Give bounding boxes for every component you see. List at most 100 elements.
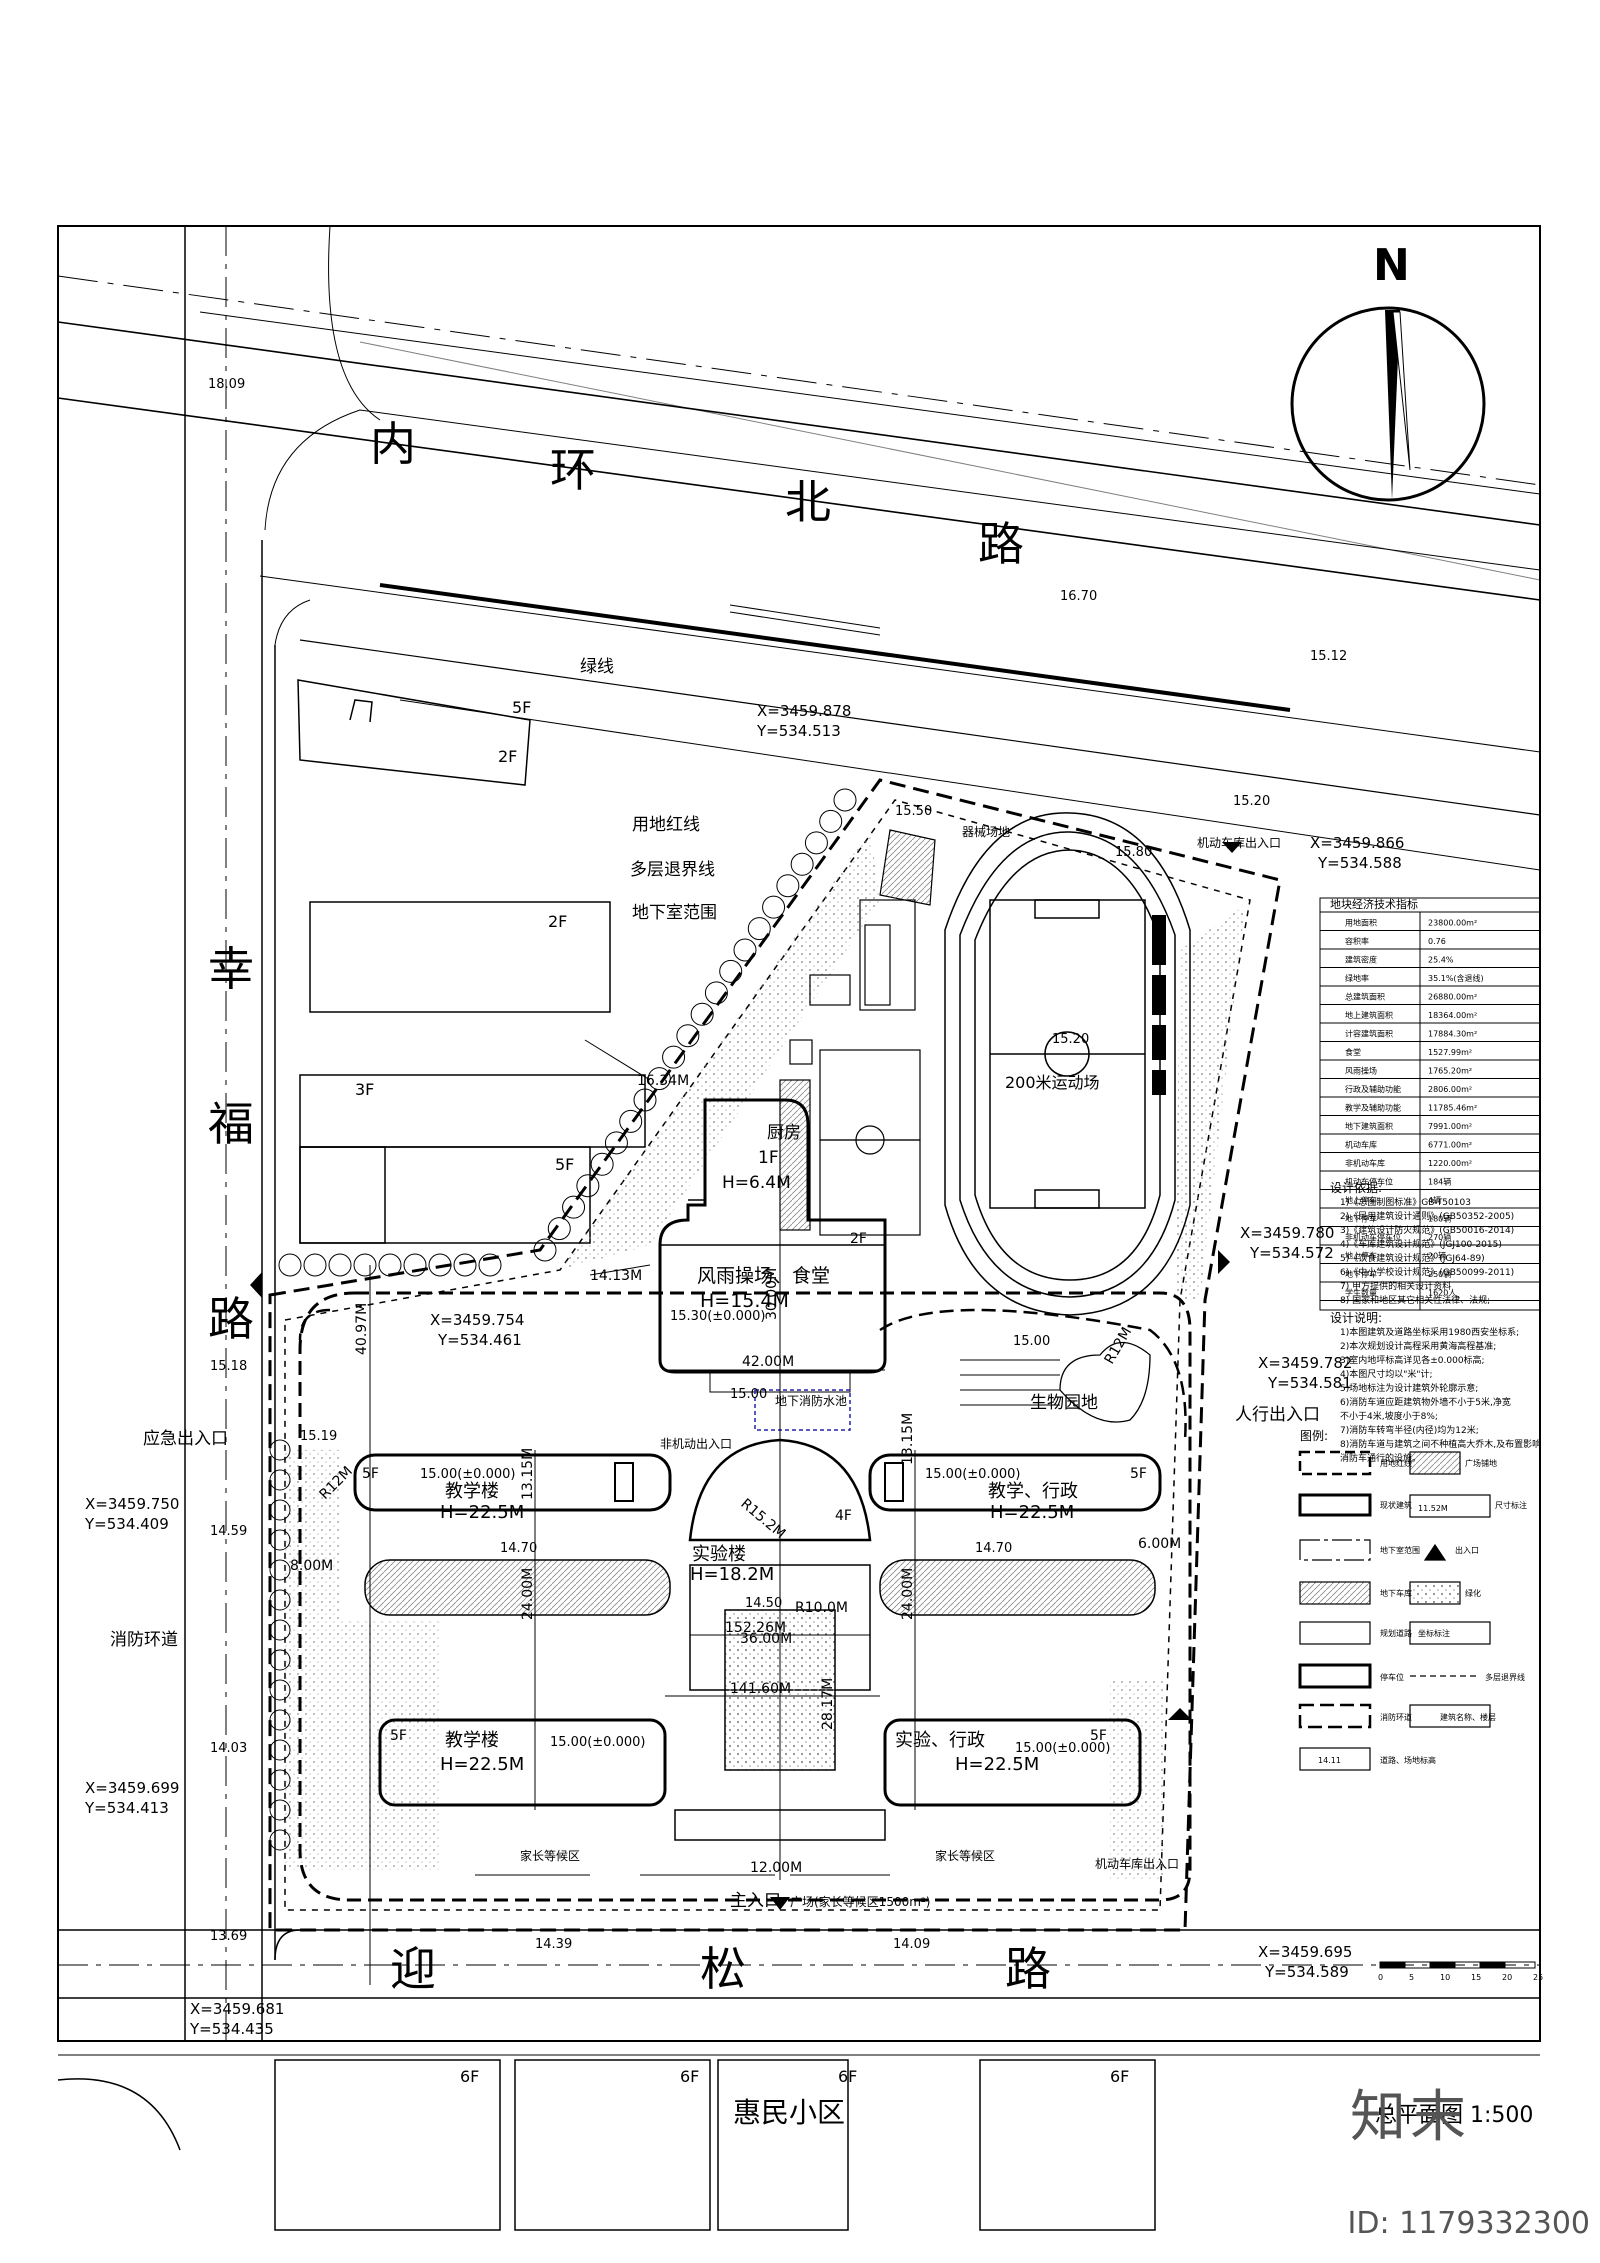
building-teach-se xyxy=(883,1718,1142,1807)
dim: 42.00M xyxy=(742,1354,794,1370)
kitchen-floors: 1F xyxy=(758,1148,779,1168)
table-cell-value: 250辆 xyxy=(1428,1269,1451,1279)
coord-y: Y=534.588 xyxy=(1317,854,1402,872)
notes-item: 消防车通行的设施。 xyxy=(1340,1452,1421,1464)
label-main-entry: 主入口 xyxy=(730,1891,781,1911)
teach-ne-level: 15.00(±0.000) xyxy=(925,1467,1020,1482)
table-cell-label: 非机动车停车位 xyxy=(1345,1232,1401,1242)
coord-y: Y=534.435 xyxy=(189,2020,274,2038)
fire-ring-road xyxy=(298,1291,1192,1902)
legend xyxy=(1298,1450,1491,1771)
table-cell-label: 建筑密度 xyxy=(1345,955,1377,965)
dim: 24.00M xyxy=(520,1568,536,1620)
legend-item-label: 多层退界线 xyxy=(1485,1672,1525,1682)
fire-pool xyxy=(754,1389,851,1431)
tree xyxy=(690,1002,714,1026)
table-cell-value: 1620人 xyxy=(1428,1289,1456,1298)
tree xyxy=(619,1109,643,1133)
dim: 28.17M xyxy=(820,1678,836,1730)
legend-item-label: 现状建筑 xyxy=(1380,1500,1412,1510)
elevation: 15.00 xyxy=(1013,1334,1050,1349)
tree xyxy=(533,1238,557,1262)
label-fire-pool: 地下消防水池 xyxy=(775,1393,847,1408)
teach-nw-floors: 5F xyxy=(362,1466,379,1482)
table-cell-label: 机动车停车位 xyxy=(1345,1177,1393,1187)
east-sheds xyxy=(1152,915,1166,1095)
table-cell-value: 4辆 xyxy=(1428,1195,1441,1205)
lab-height: H=18.2M xyxy=(690,1564,774,1585)
road-inner-ring-north xyxy=(57,275,1541,753)
tree xyxy=(278,1253,302,1277)
tree xyxy=(604,1131,628,1155)
dim: 16.34M xyxy=(637,1073,689,1089)
basis-item: 3)《建筑设计防火规范》(GB50016-2014) xyxy=(1340,1224,1514,1236)
tree xyxy=(662,1045,686,1069)
elevation: 15.18 xyxy=(210,1359,247,1374)
notes-item: 不小于4米,坡度小于8%; xyxy=(1340,1410,1438,1422)
lab-floors: 4F xyxy=(835,1508,852,1524)
coord-x: X=3459.754 xyxy=(430,1311,524,1329)
label-emergency-entry: 应急出入口 xyxy=(143,1429,228,1449)
teach-se-height: H=22.5M xyxy=(955,1754,1039,1775)
tree xyxy=(269,1649,291,1671)
legend-item-label: 消防环道 xyxy=(1380,1712,1412,1722)
road-south-char-3: 路 xyxy=(1005,1942,1051,1996)
teach-se-level: 15.00(±0.000) xyxy=(1015,1741,1110,1756)
dim: R10.0M xyxy=(795,1600,848,1616)
label-plaza: 广场(家长等候区1500m²) xyxy=(790,1894,930,1909)
south-neighbor-buildings xyxy=(57,2059,1156,2231)
tree xyxy=(269,1559,291,1581)
tree xyxy=(819,809,843,833)
scale-tick-label: 0 xyxy=(1378,1973,1383,1982)
table-cell-value: 17884.30m² xyxy=(1428,1030,1477,1039)
tree xyxy=(269,1529,291,1551)
teach-sw-height: H=22.5M xyxy=(440,1754,524,1775)
tree xyxy=(403,1253,427,1277)
neighbor-floors: 5F xyxy=(555,1155,574,1174)
watermark-logo: 知末 xyxy=(1350,2085,1470,2150)
dim: R15.2M xyxy=(737,1496,788,1542)
basketball-courts xyxy=(779,899,921,1236)
road-west-char-2: 福 xyxy=(208,1097,254,1151)
teach-nw-level: 15.00(±0.000) xyxy=(420,1467,515,1482)
road-north-char-1: 内 xyxy=(370,417,416,471)
green-belt-south-west xyxy=(285,1450,440,1870)
plan-title: 总平面图 1:500 xyxy=(1375,2103,1533,2128)
label-ped-entry: 人行出入口 xyxy=(1235,1405,1320,1425)
tree xyxy=(676,1024,700,1048)
legend-item-label: 停车位 xyxy=(1380,1672,1404,1682)
tree xyxy=(790,852,814,876)
tree xyxy=(562,1195,586,1219)
table-cell-value: 11785.46m² xyxy=(1428,1104,1477,1113)
notes-item: 4)本图尺寸均以"米"计; xyxy=(1340,1368,1433,1380)
table-cell-value: 7991.00m² xyxy=(1428,1122,1472,1131)
canteen-height: H=15.4M xyxy=(700,1290,789,1312)
tree xyxy=(378,1253,402,1277)
table-cell-value: 20辆 xyxy=(1428,1251,1446,1261)
neighbor-floors: 6F xyxy=(1110,2067,1129,2086)
elevation: 16.70 xyxy=(1060,589,1097,604)
tech-table xyxy=(1319,897,1541,1311)
table-cell-label: 地下停车 xyxy=(1345,1214,1377,1224)
legend-item-label: 广场铺地 xyxy=(1465,1458,1497,1468)
building-teach-sw xyxy=(378,1718,667,1807)
coord-y: Y=534.581 xyxy=(1267,1374,1352,1392)
north-letter: N xyxy=(1373,240,1410,291)
coord-x: X=3459.699 xyxy=(85,1779,179,1797)
notes-heading: 设计说明: xyxy=(1330,1310,1382,1325)
entry-markers[interactable] xyxy=(250,842,1242,1910)
road-north-char-3: 北 xyxy=(785,475,831,529)
label-track: 200米运动场 xyxy=(1005,1073,1100,1092)
table-cell-value: 1220.00m² xyxy=(1428,1159,1472,1168)
road-west-char-3: 路 xyxy=(208,1292,254,1346)
building-teach-ne xyxy=(868,1453,1162,1616)
teach-se-name: 实验、行政 xyxy=(895,1730,985,1751)
running-track-200m xyxy=(944,812,1191,1316)
tree xyxy=(733,938,757,962)
legend-title: 图例: xyxy=(1300,1429,1328,1443)
table-cell-value: 23800.00m² xyxy=(1428,919,1477,928)
legend-item-label: 坐标标注 xyxy=(1418,1628,1450,1638)
neighbor-floors: 6F xyxy=(460,2067,479,2086)
legend-item-label: 规划道路 xyxy=(1380,1628,1412,1638)
